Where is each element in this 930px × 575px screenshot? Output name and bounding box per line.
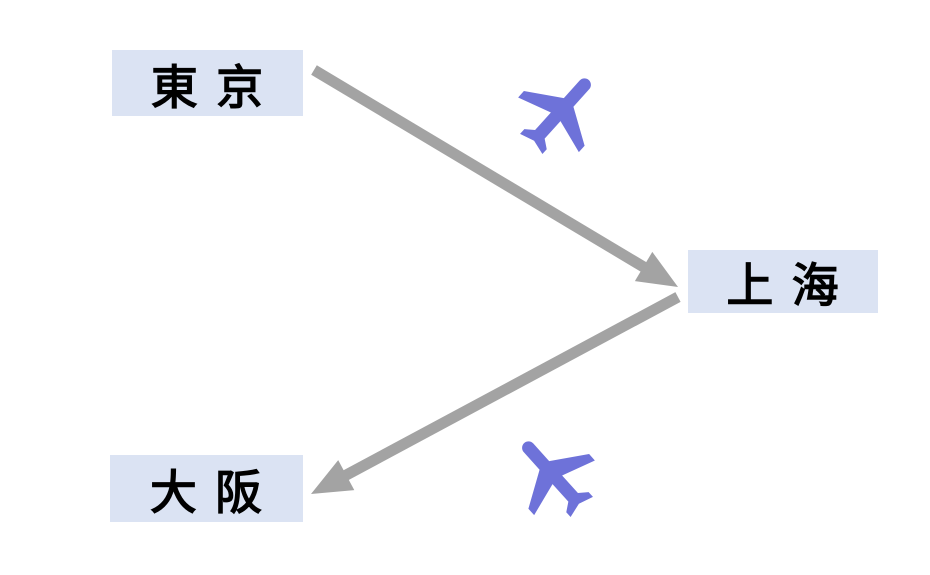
- node-shanghai: 上 海: [688, 250, 878, 314]
- node-tokyo: 東 京: [112, 50, 303, 116]
- airplane-icon: [518, 78, 591, 155]
- arrow-line-shanghai-osaka: [334, 292, 681, 485]
- arrowhead-icon: [634, 251, 678, 287]
- route-tokyo-to-shanghai: [311, 65, 678, 287]
- arrow-line-tokyo-shanghai: [311, 65, 655, 277]
- node-osaka: 大 阪: [110, 455, 303, 522]
- route-shanghai-to-osaka: [311, 292, 681, 494]
- arrowhead-icon: [311, 460, 355, 494]
- airplane-icon: [522, 441, 595, 518]
